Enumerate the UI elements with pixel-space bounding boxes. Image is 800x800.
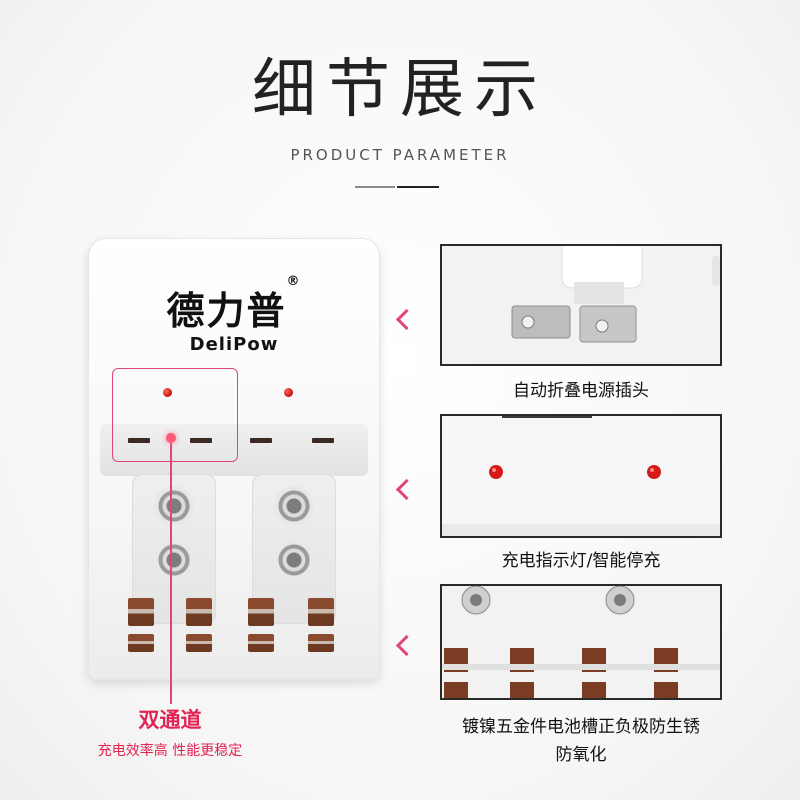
- battery-contact-icon: [308, 598, 334, 626]
- battery-contact-icon: [248, 598, 274, 626]
- page-title: 细节展示: [252, 53, 548, 127]
- battery-contact-icon: [248, 634, 274, 652]
- page-subtitle: PRODUCT PARAMETER: [290, 146, 510, 164]
- detail-caption-leds: 充电指示灯/智能停充: [501, 551, 661, 571]
- indicator-led-left: [163, 388, 172, 397]
- folding-plug-icon: [442, 246, 720, 364]
- slot-notch: [250, 438, 272, 443]
- detail-caption-contacts-line2: 防氧化: [555, 745, 607, 765]
- brand-logo-cn: 德力普®: [88, 274, 380, 335]
- brand-name-cn: 德力普: [166, 289, 287, 333]
- brand-logo-en: DeliPow: [189, 334, 279, 355]
- 9v-terminal-icon: [154, 540, 194, 580]
- battery-contact-icon: [128, 598, 154, 626]
- battery-contact-icon: [128, 634, 154, 652]
- battery-contact-icon: [308, 634, 334, 652]
- registered-mark: ®: [286, 274, 302, 289]
- slot-notch: [190, 438, 212, 443]
- battery-slot-top: [100, 424, 368, 476]
- divider-dark: [397, 186, 439, 188]
- detail-panel-plug: [440, 244, 722, 366]
- callout-subtitle: 充电效率高 性能更稳定: [97, 743, 243, 759]
- divider-light: [355, 186, 395, 188]
- slot-notch: [312, 438, 334, 443]
- callout-dot: [166, 433, 176, 443]
- indicator-leds-icon: [442, 416, 720, 536]
- 9v-terminal-icon: [154, 486, 194, 526]
- battery-contact-icon: [186, 634, 212, 652]
- detail-caption-plug: 自动折叠电源插头: [513, 381, 649, 401]
- 9v-terminal-icon: [274, 540, 314, 580]
- callout-title: 双通道: [138, 708, 202, 732]
- indicator-led-right: [284, 388, 293, 397]
- battery-contact-icon: [186, 598, 212, 626]
- detail-panel-leds: [440, 414, 722, 538]
- 9v-terminal-icon: [274, 486, 314, 526]
- detail-panel-contacts: [440, 584, 722, 700]
- highlight-frame: [112, 368, 238, 462]
- callout-line: [170, 442, 172, 704]
- battery-contacts-icon: [442, 586, 720, 698]
- detail-caption-contacts: 镀镍五金件电池槽正负极防生锈: [462, 717, 700, 737]
- slot-notch: [128, 438, 150, 443]
